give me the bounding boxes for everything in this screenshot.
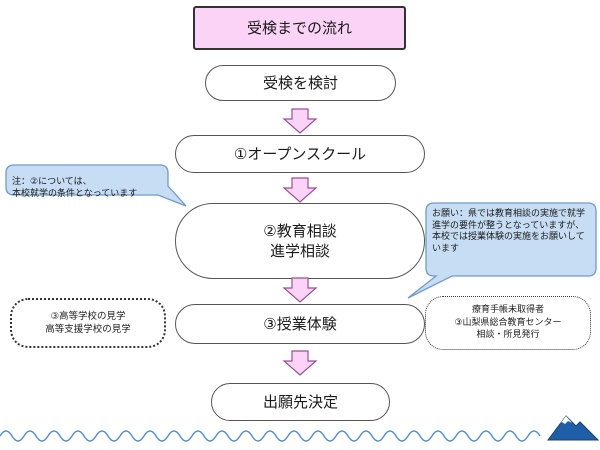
wave-border: [0, 415, 600, 442]
down-arrow-icon: [282, 177, 318, 203]
side-box-education-center: 療育手帳未取得者 ③山梨県総合教育センター 相談・所見発行: [425, 296, 591, 350]
note-right-text: お願い：県では教育相談の実施で就学進学の要件が整うとなっていますが、本校では授業…: [432, 209, 586, 255]
step-class-trial: ③授業体験: [175, 304, 425, 344]
step-open-school: ①オープンスクール: [175, 135, 425, 173]
step-consider: 受検を検討: [205, 65, 396, 101]
mountain-icon: [547, 415, 600, 441]
step-decide-school: 出願先決定: [211, 383, 390, 421]
note-right-bubble: [407, 202, 597, 299]
note-left-text: 注：②については、 本校就学の条件となっています: [12, 177, 138, 199]
flow-title: 受検までの流れ: [193, 6, 406, 50]
note-left-bubble: [5, 164, 187, 207]
step-consultation: ②教育相談 進学相談: [175, 203, 425, 279]
down-arrow-icon: [282, 277, 318, 303]
down-arrow-icon: [282, 350, 318, 376]
down-arrow-icon: [282, 108, 318, 134]
side-box-school-visit: ③高等学校の見学 高等支援学校の見学: [10, 298, 166, 348]
